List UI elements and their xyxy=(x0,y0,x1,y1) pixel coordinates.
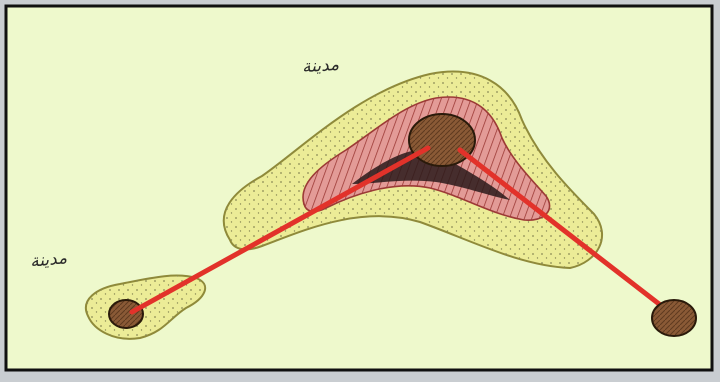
main-core xyxy=(409,114,475,166)
satellite-city-label: مدينة xyxy=(29,248,68,272)
main-city-label: مدينة xyxy=(301,55,339,78)
right-satellite-core xyxy=(652,300,696,336)
left-satellite-core xyxy=(109,300,143,328)
